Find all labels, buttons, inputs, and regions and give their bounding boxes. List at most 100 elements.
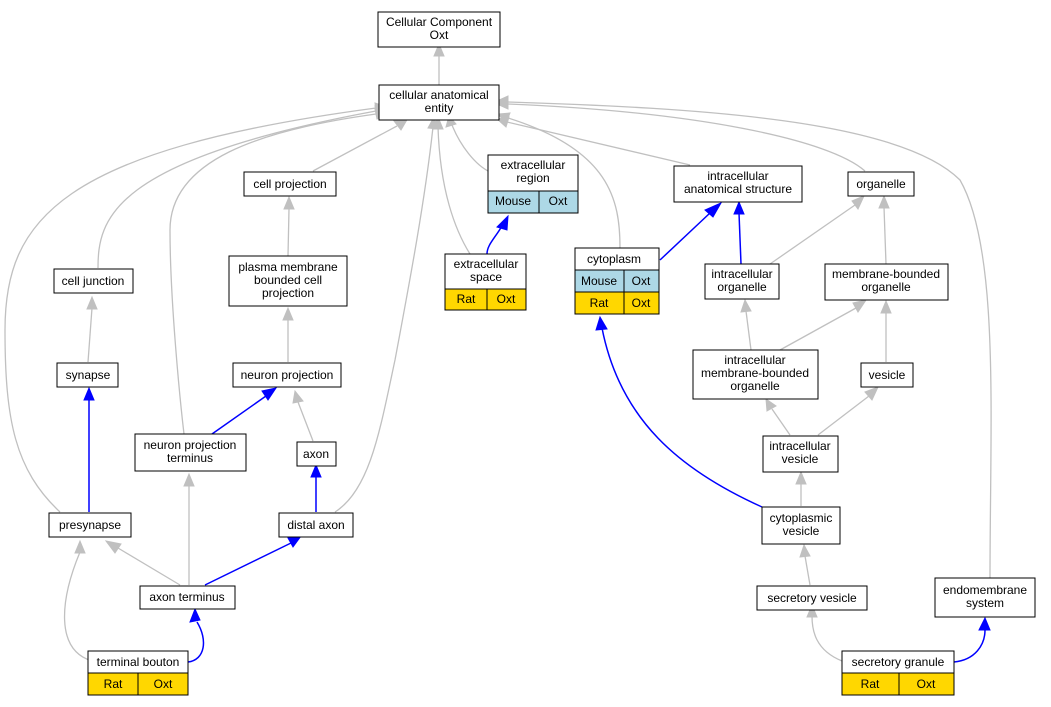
node-plasma-membrane-bounded-cell-projection[interactable]: plasma membrane bounded cell projection xyxy=(228,255,348,307)
node-cytoplasm[interactable]: cytoplasm Mouse Oxt Rat Oxt xyxy=(574,247,660,315)
arrowhead xyxy=(495,95,509,107)
node-label: presynapse xyxy=(59,518,121,532)
edge-introrg-to-organelle xyxy=(769,204,856,265)
node-label: terminal bouton xyxy=(97,655,180,669)
edge-intravesicle-to-imbo xyxy=(771,408,791,436)
node-cell-junction[interactable]: cell junction xyxy=(53,268,134,294)
node-label: anatomical structure xyxy=(684,182,792,196)
node-label: intracellular xyxy=(724,353,785,367)
node-cell-projection[interactable]: cell projection xyxy=(243,171,337,197)
arrowhead xyxy=(83,386,95,401)
node-label: membrane-bounded xyxy=(701,366,809,380)
node-cellular-anatomical-entity[interactable]: cellular anatomical entity xyxy=(378,84,500,121)
node-axon-terminus[interactable]: axon terminus xyxy=(139,585,236,610)
arrowhead xyxy=(878,194,890,209)
node-label: system xyxy=(966,596,1004,610)
arrowhead xyxy=(261,387,278,401)
arrowhead xyxy=(433,42,445,57)
species-cell-label: Oxt xyxy=(917,677,936,691)
node-label: plasma membrane xyxy=(238,260,338,274)
node-label: vesicle xyxy=(782,452,819,466)
node-intracellular-vesicle[interactable]: intracellular vesicle xyxy=(762,435,839,473)
edge-termbouton-to-axonterm xyxy=(187,621,205,663)
node-label: intracellular xyxy=(769,439,830,453)
node-synapse[interactable]: synapse xyxy=(56,362,119,388)
node-neuron-projection[interactable]: neuron projection xyxy=(232,362,342,388)
node-label: membrane-bounded xyxy=(832,267,940,281)
species-cell-label: Rat xyxy=(457,292,476,306)
node-label: organelle xyxy=(861,280,911,294)
node-organelle[interactable]: organelle xyxy=(847,171,915,197)
node-label: distal axon xyxy=(287,518,344,532)
arrowhead xyxy=(765,397,777,412)
node-label: vesicle xyxy=(869,368,906,382)
arrowhead xyxy=(595,315,608,331)
node-label: intracellular xyxy=(707,169,768,183)
node-distal-axon[interactable]: distal axon xyxy=(278,512,354,538)
species-cell-label: Rat xyxy=(861,677,880,691)
node-vesicle[interactable]: vesicle xyxy=(860,362,914,388)
node-label: secretory granule xyxy=(852,655,945,669)
edge-synapse-to-celljunction xyxy=(87,307,93,363)
node-label: cytoplasm xyxy=(587,252,641,266)
node-label: cellular anatomical xyxy=(389,88,488,102)
node-intracellular-anatomical-structure[interactable]: intracellular anatomical structure xyxy=(673,165,803,203)
node-label: bounded cell xyxy=(254,273,322,287)
edge-termbouton-to-presynapse xyxy=(63,551,93,662)
arrowhead xyxy=(427,115,439,130)
edge-introrg-to-intracell xyxy=(738,212,742,265)
node-cellular-component[interactable]: Cellular Component Oxt xyxy=(377,11,501,48)
node-intracellular-organelle[interactable]: intracellular organelle xyxy=(704,263,780,300)
edge-extreg-to-cae xyxy=(451,124,491,173)
node-cytoplasmic-vesicle[interactable]: cytoplasmic vesicle xyxy=(761,506,841,545)
arrowhead xyxy=(704,201,723,218)
node-presynapse[interactable]: presynapse xyxy=(48,512,132,538)
arrowhead xyxy=(852,299,868,313)
edge-imbo-to-introrg xyxy=(745,310,752,351)
node-intracellular-membrane-bounded-organelle[interactable]: intracellular membrane-bounded organelle xyxy=(692,349,819,400)
edge-extspace-to-extreg xyxy=(486,225,503,255)
node-label: terminus xyxy=(167,451,213,465)
arrowhead xyxy=(806,603,818,618)
node-secretory-vesicle[interactable]: secretory vesicle xyxy=(756,585,868,611)
node-label: Cellular Component xyxy=(386,15,493,29)
species-cell-label: Rat xyxy=(590,296,609,310)
node-label: organelle xyxy=(717,280,767,294)
node-membrane-bounded-organelle[interactable]: membrane-bounded organelle xyxy=(824,263,949,301)
node-extracellular-region[interactable]: extracellular region Mouse Oxt xyxy=(487,154,579,214)
arrowhead xyxy=(74,539,86,554)
edge-secgranule-to-endo xyxy=(953,629,986,663)
node-endomembrane-system[interactable]: endomembrane system xyxy=(934,577,1036,618)
edge-axonterm-to-presynapse xyxy=(117,547,181,586)
edge-axonterm-to-distalaxon xyxy=(204,542,292,586)
edge-cytoplasm-to-intracell xyxy=(659,212,711,261)
node-terminal-bouton[interactable]: terminal bouton Rat Oxt xyxy=(87,650,189,696)
node-label: axon xyxy=(303,447,329,461)
species-cell-label: Oxt xyxy=(154,677,173,691)
node-label: cell projection xyxy=(253,177,326,191)
arrowhead xyxy=(310,463,322,478)
node-label: axon terminus xyxy=(149,590,224,604)
node-secretory-granule[interactable]: secretory granule Rat Oxt xyxy=(841,650,955,696)
species-cell-label: Mouse xyxy=(581,274,617,288)
edge-secgranule-to-secvesicle xyxy=(811,615,843,662)
node-label: secretory vesicle xyxy=(767,591,857,605)
node-axon[interactable]: axon xyxy=(296,441,337,467)
node-extracellular-space[interactable]: extracellular space Rat Oxt xyxy=(444,253,527,311)
species-cell-label: Oxt xyxy=(549,194,568,208)
node-neuron-projection-terminus[interactable]: neuron projection terminus xyxy=(134,433,247,472)
arrowhead xyxy=(795,470,807,485)
node-label: projection xyxy=(262,286,314,300)
node-label: cell junction xyxy=(62,274,125,288)
species-cell-label: Oxt xyxy=(632,296,651,310)
edge-pmbcp-to-cellproj xyxy=(287,208,290,257)
edge-distalaxon-to-cae xyxy=(334,126,434,513)
node-label: space xyxy=(470,270,502,284)
node-label: cytoplasmic xyxy=(770,511,833,525)
arrowhead xyxy=(978,616,991,631)
arrowhead xyxy=(880,299,892,314)
edge-secvesicle-to-cytovesicle xyxy=(804,555,811,586)
edge-intravesicle-to-vesicle xyxy=(817,395,870,436)
arrowhead xyxy=(864,386,879,401)
